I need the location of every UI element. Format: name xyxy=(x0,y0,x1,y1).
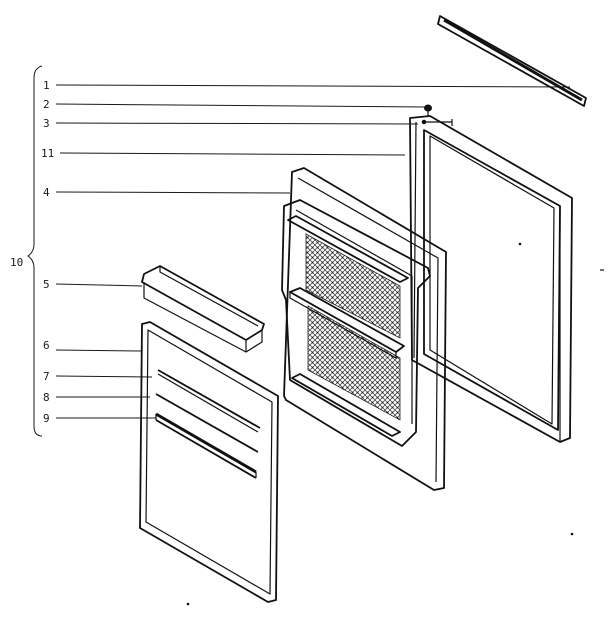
leader-line-5 xyxy=(55,283,143,287)
liner-mesh-upper xyxy=(305,233,401,339)
hinge-strip-part xyxy=(437,15,587,107)
callout-10: 10 xyxy=(10,256,23,269)
leader-line-11 xyxy=(59,152,406,156)
door-liner-part xyxy=(281,167,447,491)
leader-line-1 xyxy=(55,84,571,88)
door-front-panel-part xyxy=(139,321,279,603)
trim-bar-middle-part xyxy=(155,393,259,453)
liner-mesh-lower xyxy=(307,305,401,421)
callout-5: 5 xyxy=(43,278,50,291)
leader-line-3 xyxy=(55,122,419,125)
scan-dot xyxy=(570,532,574,536)
trim-bar-upper-part xyxy=(157,369,261,433)
screw-part xyxy=(424,104,432,116)
group-bracket xyxy=(27,65,43,437)
leader-line-4 xyxy=(55,191,291,194)
leader-line-7 xyxy=(55,375,153,378)
callout-4: 4 xyxy=(43,186,50,199)
outer-door-panel-part xyxy=(409,115,573,443)
callout-9: 9 xyxy=(43,412,50,425)
handle-strip-part xyxy=(155,412,257,479)
shelf-rail-part xyxy=(141,265,265,353)
callout-2: 2 xyxy=(43,98,50,111)
callout-1: 1 xyxy=(43,79,50,92)
callout-6: 6 xyxy=(43,339,50,352)
callout-7: 7 xyxy=(43,370,50,383)
callout-3: 3 xyxy=(43,117,50,130)
callout-8: 8 xyxy=(43,391,50,404)
callout-11: 11 xyxy=(41,147,54,160)
leader-line-2 xyxy=(55,103,426,108)
scan-dot xyxy=(186,602,190,606)
leader-line-6 xyxy=(55,349,143,352)
